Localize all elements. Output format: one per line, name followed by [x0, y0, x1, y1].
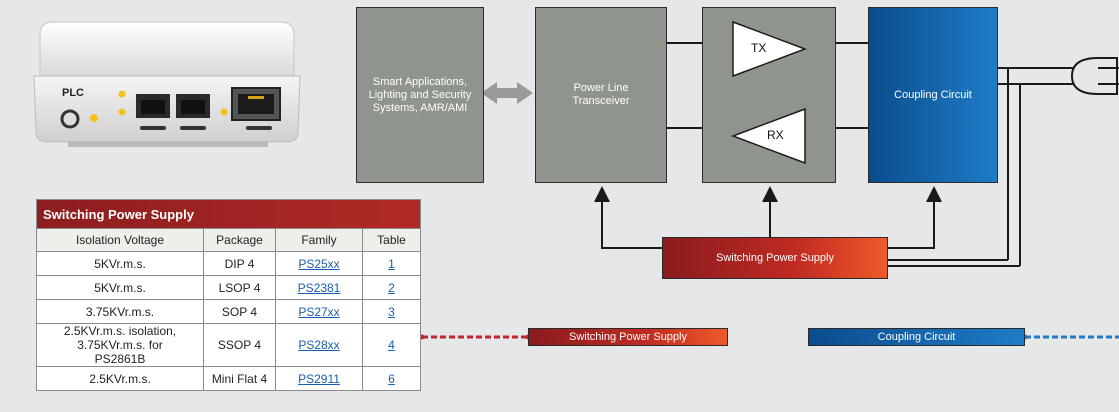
table-row: 2.5KVr.m.s. isolation, 3.75KVr.m.s. for …: [36, 323, 421, 367]
isolation-voltage-cell: 2.5KVr.m.s.: [36, 366, 204, 391]
led-indicator: [118, 108, 126, 116]
rx-label: RX: [767, 128, 784, 142]
tx-amplifier-icon: [732, 20, 807, 78]
family-link[interactable]: PS25xx: [298, 256, 340, 271]
coupling-circuit-block: Coupling Circuit: [868, 7, 998, 183]
isolation-voltage-cell: 3.75KVr.m.s.: [36, 299, 204, 324]
column-header: Table: [362, 228, 421, 252]
isolation-voltage-cell: 2.5KVr.m.s. isolation, 3.75KVr.m.s. for …: [36, 323, 204, 367]
legend-coupling-label: Coupling Circuit: [877, 331, 956, 343]
tx-rx-block: TX RX: [702, 7, 836, 183]
smart-applications-label: Smart Applications, Lighting and Securit…: [368, 75, 472, 114]
smart-applications-block: Smart Applications, Lighting and Securit…: [356, 7, 484, 183]
column-header: Isolation Voltage: [36, 228, 204, 252]
table-title: Switching Power Supply: [36, 199, 421, 229]
table-row: 3.75KVr.m.s. SOP 4 PS27xx 3: [36, 299, 421, 324]
isolation-voltage-cell: 5KVr.m.s.: [36, 275, 204, 300]
table-link[interactable]: 6: [388, 371, 395, 386]
tx-label: TX: [751, 41, 767, 55]
legend-switching-power-supply: Switching Power Supply: [528, 328, 728, 346]
led-indicator: [118, 90, 126, 98]
table-link[interactable]: 1: [388, 256, 395, 271]
isolation-voltage-cell: 5KVr.m.s.: [36, 251, 204, 276]
plc-device-image: PLC: [33, 21, 301, 147]
package-cell: DIP 4: [203, 251, 276, 276]
power-line-transceiver-block: Power Line Transceiver: [535, 7, 667, 183]
led-indicator: [90, 114, 98, 122]
switching-power-supply-block: Switching Power Supply: [662, 237, 888, 279]
package-cell: SSOP 4: [203, 323, 276, 367]
rx-amplifier-icon: [731, 107, 806, 165]
family-link[interactable]: PS27xx: [298, 304, 340, 319]
bidirectional-arrow-icon: [481, 82, 533, 104]
legend-coupling-circuit: Coupling Circuit: [808, 328, 1025, 346]
column-header: Package: [203, 228, 276, 252]
column-header: Family: [275, 228, 363, 252]
family-link[interactable]: PS28xx: [298, 338, 340, 352]
sps-label: Switching Power Supply: [715, 251, 834, 264]
package-cell: Mini Flat 4: [203, 366, 276, 391]
plc-label: PLC: [62, 87, 84, 99]
table-link[interactable]: 3: [388, 304, 395, 319]
power-button-icon: [60, 109, 80, 129]
family-link[interactable]: PS2911: [298, 371, 340, 386]
table-row: 5KVr.m.s. DIP 4 PS25xx 1: [36, 251, 421, 276]
package-cell: SOP 4: [203, 299, 276, 324]
package-cell: LSOP 4: [203, 275, 276, 300]
led-indicator: [220, 108, 228, 116]
table-row: 5KVr.m.s. LSOP 4 PS2381 2: [36, 275, 421, 300]
legend-sps-label: Switching Power Supply: [568, 331, 687, 343]
transceiver-label: Power Line Transceiver: [572, 82, 630, 107]
table-link[interactable]: 4: [388, 338, 395, 352]
table-link[interactable]: 2: [388, 280, 395, 295]
switching-power-supply-table: Switching Power Supply Isolation Voltage…: [36, 199, 421, 391]
table-row: 2.5KVr.m.s. Mini Flat 4 PS2911 6: [36, 366, 421, 391]
family-link[interactable]: PS2381: [297, 280, 341, 295]
coupling-label: Coupling Circuit: [894, 88, 972, 101]
power-plug-icon: [1070, 57, 1118, 95]
